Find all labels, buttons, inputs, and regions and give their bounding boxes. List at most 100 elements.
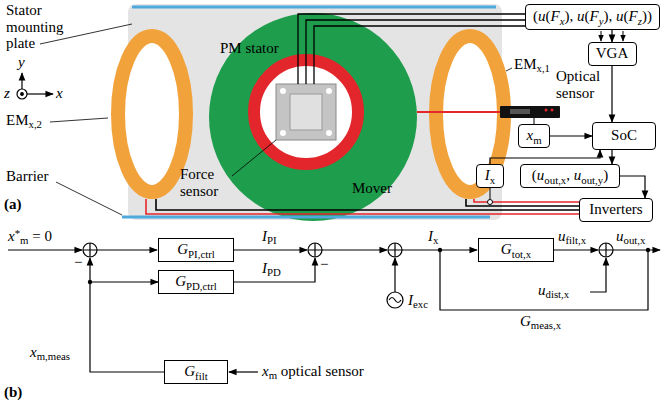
summing-junction [308,243,322,257]
text-run: x [56,85,63,101]
ac-source [389,298,401,303]
amplifier-box: VGA [588,42,637,66]
text-run: ), [565,8,578,24]
power-wire [146,199,580,214]
text-run: u [558,228,566,244]
transfer-block: GPI,ctrl [158,238,234,262]
text-run: F [590,8,599,24]
box-text: (uout,x, uout,y) [532,167,608,184]
text-run: (a) [4,196,22,212]
text-run: u [538,8,546,24]
text-run: Mover [352,180,392,196]
text-run: Optical sensor [556,68,600,101]
text-run: y [599,15,604,27]
signal-label: IPI [262,228,277,245]
text-run: PM stator [220,40,279,56]
signal-label: Gmeas,x [520,313,561,330]
text-run: m [20,234,28,246]
summing-junction [83,243,97,257]
transfer-block: Gtot,x [478,238,554,262]
signal-label: Iexc [408,292,428,309]
text-run: Barrier [6,168,48,184]
text-run: EM [514,56,537,72]
text-run: m,meas [37,350,70,362]
text-run: − [320,256,328,272]
box-text: Gfilt [184,363,207,380]
box-text: Ix [485,167,495,184]
barrier-line [122,216,490,219]
text-run: x [433,234,438,246]
text-run: I [262,260,267,276]
text-run: SoC [611,127,637,143]
ac-source [387,292,403,308]
text-run: meas,x [531,319,561,331]
vga-input-arrow [623,31,624,41]
text-run: PD [267,266,281,278]
block-diagram-wire [89,258,90,282]
axis-symbol [27,93,53,94]
signal-box: xm [518,124,550,148]
block-diagram-wire [8,250,660,372]
text-run: − [74,254,82,270]
text-run: z [638,15,642,27]
text-run: out,y [581,174,603,186]
text-run: VGA [596,45,629,61]
text-run: )) [642,8,652,24]
branch-dot [646,248,650,252]
force-sensor [326,130,332,136]
text-run: u [574,167,582,183]
text-run: x [490,174,495,186]
signal-label: Ix [428,228,438,245]
panel-label: (a) [4,196,22,213]
text-run: exc [413,298,428,310]
signal-wire [298,14,530,84]
block-diagram-wire [229,371,258,372]
text-run: u [616,8,624,24]
barrier-line [132,6,496,9]
connector [490,150,600,164]
panel-label: (b) [4,384,22,401]
signal-label: udist,x [538,282,569,299]
text-run: u [577,8,585,24]
text-run: x,1 [537,62,551,74]
axis-label: x [56,85,63,102]
block-diagram-wire [234,258,315,282]
summing-junction [388,243,402,257]
electromagnet-coil [436,36,504,192]
summing-junction [599,243,613,257]
current-tap [488,200,493,205]
leader-line [56,182,122,215]
block-diagram-wire [394,258,395,292]
box-text: GPI,ctrl [177,241,215,258]
signal-label: xm optical sensor [262,363,364,380]
force-sensor [280,130,286,136]
force-sensor [280,88,286,94]
box-text: Gtot,x [501,241,531,258]
optical-sensor-body [551,109,554,112]
current-tap [488,188,493,205]
branch-dot [438,248,442,252]
text-run: Force sensor [180,166,218,199]
part-label: Optical sensor [556,68,610,101]
box-text: xm [526,127,541,144]
text-run: * [15,227,20,239]
power-wire [156,199,580,210]
box-text: VGA [596,45,629,62]
text-run: G [175,273,186,289]
connector [620,176,645,198]
ac-source [387,292,403,308]
part-label: Force sensor [180,166,230,199]
vga-input-arrow [601,31,602,41]
axis-symbol [21,73,22,89]
text-run: z [4,85,10,101]
text-run: ( [546,8,551,24]
text-run: ) [603,167,608,183]
text-run: F [629,8,638,24]
text-run: = 0 [28,228,51,244]
vga-input-arrow [601,31,623,41]
text-run: out,x [624,234,646,246]
summing-junction [599,243,613,257]
electromagnet-coil [118,36,186,192]
